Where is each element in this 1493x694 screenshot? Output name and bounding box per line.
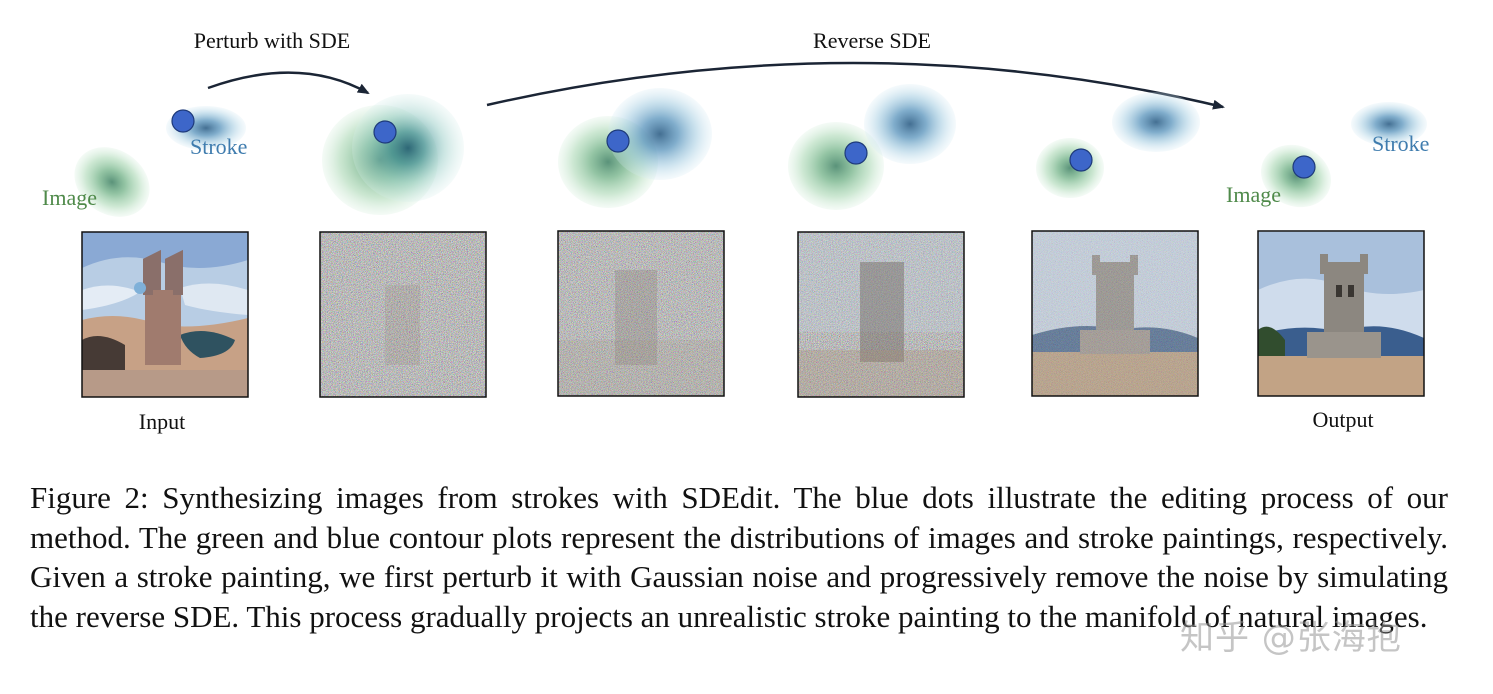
stage2-distributions bbox=[322, 94, 464, 215]
noised-frame-3 bbox=[797, 231, 965, 398]
stroke-distribution bbox=[608, 88, 712, 180]
noised-image-1 bbox=[320, 232, 486, 397]
state-dot bbox=[606, 129, 630, 153]
watermark: 知乎 @张海抱 bbox=[1180, 618, 1402, 658]
state-dot bbox=[171, 109, 195, 133]
reverse-label: Reverse SDE bbox=[813, 28, 931, 53]
noised-image-2 bbox=[558, 231, 724, 396]
stage3-distributions bbox=[558, 88, 712, 208]
perturb-label: Perturb with SDE bbox=[194, 28, 350, 53]
stage4-distributions bbox=[788, 84, 956, 210]
reverse-arrow bbox=[486, 61, 1225, 110]
image-label-left: Image bbox=[42, 185, 97, 210]
state-dot bbox=[1069, 148, 1093, 172]
output-label: Output bbox=[1312, 407, 1373, 432]
stage6-distributions bbox=[1260, 102, 1427, 208]
stage1-distributions bbox=[74, 106, 246, 217]
noised-frame-4 bbox=[1031, 230, 1199, 397]
figure-caption: Figure 2: Synthesizing images from strok… bbox=[30, 480, 1448, 634]
perturb-arrow bbox=[207, 71, 370, 95]
input-label: Input bbox=[139, 409, 185, 434]
stroke-label-left: Stroke bbox=[190, 134, 247, 159]
input-stroke-painting bbox=[82, 232, 248, 397]
output-image bbox=[1258, 231, 1424, 396]
noised-image-4 bbox=[1032, 231, 1198, 396]
noised-frame-2 bbox=[557, 230, 725, 397]
state-dot bbox=[844, 141, 868, 165]
state-dot bbox=[373, 120, 397, 144]
state-dot bbox=[1292, 155, 1316, 179]
sdedit-figure: Perturb with SDE Reverse SDE Stroke Imag… bbox=[42, 28, 1429, 434]
image-label-right: Image bbox=[1226, 182, 1281, 207]
image-distribution bbox=[74, 147, 150, 217]
noised-image-3 bbox=[798, 232, 964, 397]
stroke-distribution bbox=[352, 94, 464, 202]
image-distribution bbox=[1036, 138, 1104, 198]
stage5-distributions bbox=[1036, 92, 1200, 198]
input-frame bbox=[81, 231, 249, 398]
stroke-label-right: Stroke bbox=[1372, 131, 1429, 156]
stroke-distribution bbox=[864, 84, 956, 164]
output-frame bbox=[1257, 230, 1425, 397]
stroke-distribution bbox=[1112, 92, 1200, 152]
noised-frame-1 bbox=[319, 231, 487, 398]
stroke-distribution bbox=[1351, 102, 1427, 146]
